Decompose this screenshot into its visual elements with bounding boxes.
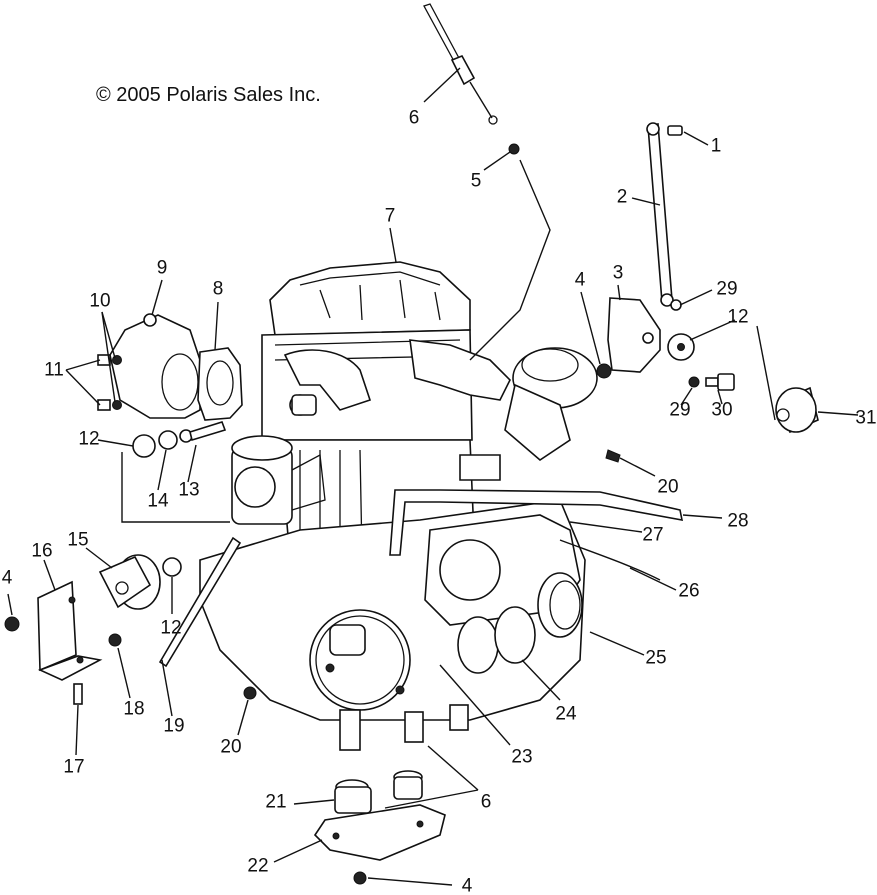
rubber-damper-15 xyxy=(98,554,161,610)
callout-15: 15 xyxy=(67,529,89,551)
callout-26: 26 xyxy=(678,580,700,602)
callout-22: 22 xyxy=(247,855,269,877)
callout-18: 18 xyxy=(123,698,145,720)
leader-lines xyxy=(7,67,859,886)
washer-12-lower xyxy=(162,557,182,577)
hose-28 xyxy=(389,489,684,556)
lower-damper-21 xyxy=(334,770,423,814)
copyright-notice: © 2005 Polaris Sales Inc. xyxy=(96,84,321,106)
callout-30: 30 xyxy=(711,399,733,421)
cable-26 xyxy=(559,539,661,581)
callout-27: 27 xyxy=(642,524,664,546)
callout-25: 25 xyxy=(645,647,667,669)
callout-28: 28 xyxy=(727,510,749,532)
callout-20-left: 20 xyxy=(220,736,242,758)
callout-4-left: 4 xyxy=(1,567,13,589)
callout-7: 7 xyxy=(384,205,396,227)
rubber-damper-31 xyxy=(775,386,819,434)
callout-20-right: 20 xyxy=(657,476,679,498)
fitting-5 xyxy=(508,143,520,155)
callout-23: 23 xyxy=(511,746,533,768)
fastener-20-left xyxy=(243,686,257,700)
thermostat-housing-9 xyxy=(109,313,201,419)
bolt-17 xyxy=(73,683,83,705)
dipstick-rod-19 xyxy=(158,536,242,668)
gasket-8 xyxy=(197,347,243,421)
callout-12-lower: 12 xyxy=(160,617,182,639)
callout-24: 24 xyxy=(555,703,577,725)
callout-17: 17 xyxy=(63,756,85,778)
callout-21: 21 xyxy=(265,791,287,813)
lower-bracket-22 xyxy=(313,804,446,861)
nut-4-bottom xyxy=(353,871,367,885)
callout-19: 19 xyxy=(163,715,185,737)
callout-1: 1 xyxy=(710,135,722,157)
callout-6-bottom: 6 xyxy=(480,791,492,813)
callout-13: 13 xyxy=(178,479,200,501)
throttle-cable xyxy=(423,3,498,125)
callout-5: 5 xyxy=(470,170,482,192)
callout-16: 16 xyxy=(31,540,53,562)
callout-14: 14 xyxy=(147,490,169,512)
bracket-3 xyxy=(607,297,661,373)
callout-4-bottom: 4 xyxy=(461,875,473,895)
callout-12-right: 12 xyxy=(727,306,749,328)
fastener-20-right xyxy=(605,449,621,463)
callout-8: 8 xyxy=(212,278,224,300)
callout-11: 11 xyxy=(44,359,64,381)
callout-9: 9 xyxy=(156,257,168,279)
callout-6-top: 6 xyxy=(408,107,420,129)
callout-3: 3 xyxy=(612,262,624,284)
callout-29-top: 29 xyxy=(716,278,738,300)
callout-2: 2 xyxy=(616,186,628,208)
callout-29-bottom: 29 xyxy=(669,399,691,421)
callout-31: 31 xyxy=(855,407,877,429)
air-intake-assembly xyxy=(459,347,598,481)
nut-4-left xyxy=(4,616,20,632)
callout-10: 10 xyxy=(89,290,111,312)
nut-18 xyxy=(108,633,122,647)
callout-4-top: 4 xyxy=(574,269,586,291)
callout-12-left: 12 xyxy=(78,428,100,450)
engine-block xyxy=(199,261,586,751)
linkage-rod xyxy=(646,122,683,307)
mount-bracket-16 xyxy=(37,580,103,681)
